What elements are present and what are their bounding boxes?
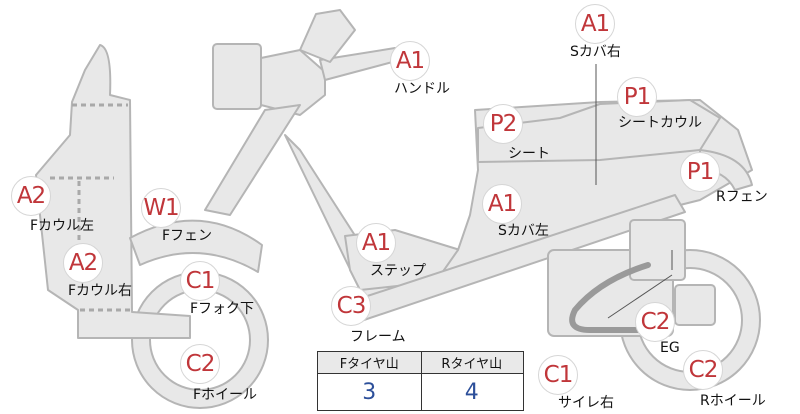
part-label: Fホイール xyxy=(193,387,258,403)
grade-marker: A1 xyxy=(390,41,430,81)
headlight-box xyxy=(212,43,262,110)
engine-cover xyxy=(674,284,716,326)
grade-marker: A2 xyxy=(63,243,103,283)
part-label: シートカウル xyxy=(618,115,702,131)
grade-marker: A1 xyxy=(482,184,522,224)
part-label: Fカウル左 xyxy=(30,218,95,234)
grade-marker: W1 xyxy=(141,188,181,228)
rear-tread-header: Rタイヤ山 xyxy=(420,352,523,374)
seat-cushion xyxy=(477,99,721,163)
part-label: ステップ xyxy=(370,263,426,279)
grade-marker: P1 xyxy=(617,77,657,117)
part-label: Fフォク下 xyxy=(190,301,255,317)
grade-marker: A1 xyxy=(356,223,396,263)
steering-tube xyxy=(204,104,301,216)
grade-marker: A1 xyxy=(575,4,615,44)
grade-marker: C1 xyxy=(180,261,220,301)
part-label: Fカウル右 xyxy=(68,283,133,299)
front-tread-header: Fタイヤ山 xyxy=(318,352,421,374)
part-label: Rフェン xyxy=(716,189,768,205)
part-label: シート xyxy=(508,146,550,162)
grade-marker: P2 xyxy=(483,104,523,144)
handle-neck xyxy=(299,9,356,63)
part-label: フレーム xyxy=(350,329,406,345)
grade-marker: A2 xyxy=(11,176,51,216)
part-label: Rホイール xyxy=(700,393,766,409)
rear-tread-value: 4 xyxy=(464,380,479,405)
part-label: EG xyxy=(660,340,680,356)
tire-tread-table: Fタイヤ山 Rタイヤ山 3 4 xyxy=(317,351,524,411)
grade-marker: C2 xyxy=(180,344,220,384)
part-label: Sカバ左 xyxy=(498,223,549,239)
part-label: Sカバ右 xyxy=(570,44,621,60)
part-label: ハンドル xyxy=(394,81,450,97)
grade-marker: C1 xyxy=(538,355,578,395)
part-label: Fフェン xyxy=(162,228,213,244)
grade-marker: C2 xyxy=(635,302,675,342)
table-divider xyxy=(420,352,422,410)
front-tread-value: 3 xyxy=(362,380,377,405)
grade-marker: C2 xyxy=(683,350,723,390)
grade-marker: C3 xyxy=(331,286,371,326)
exhaust-pipe xyxy=(569,262,651,333)
grade-marker: P1 xyxy=(680,152,720,192)
part-label: サイレ右 xyxy=(558,395,614,411)
